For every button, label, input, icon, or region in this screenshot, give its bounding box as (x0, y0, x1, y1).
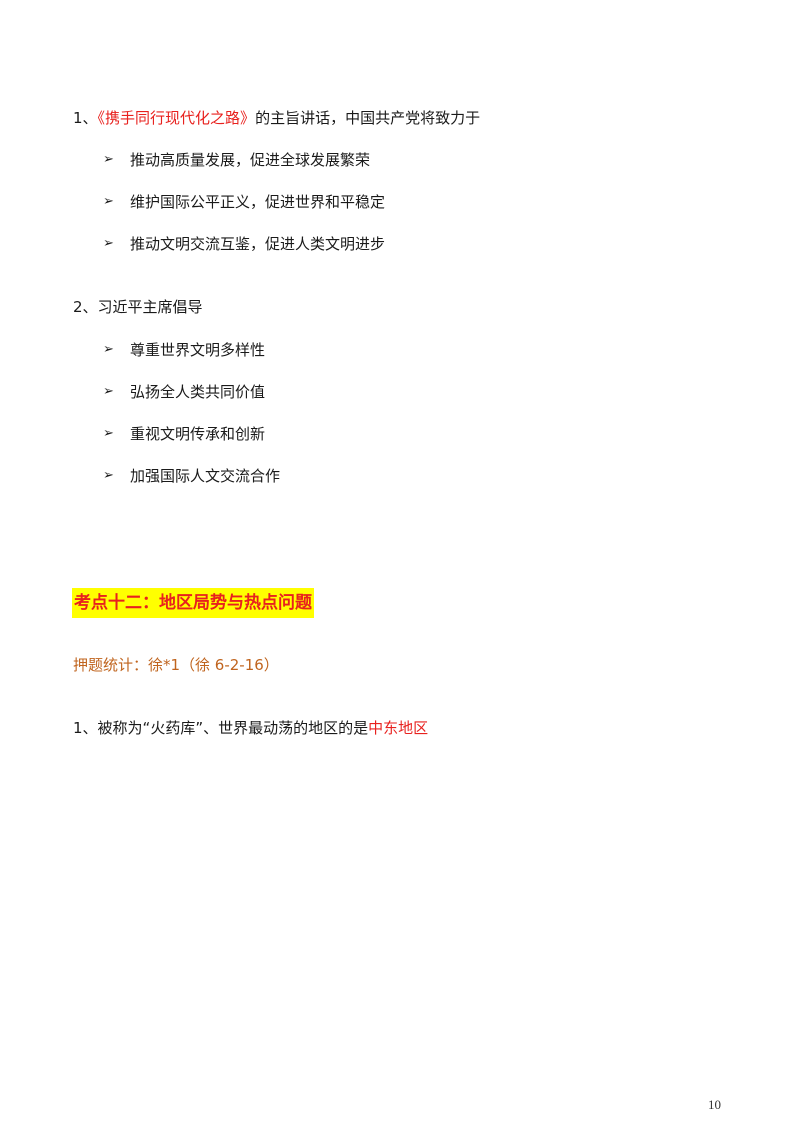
stats-line: 押题统计：徐*1（徐 6-2-16） (73, 656, 279, 674)
section1-number: 1、 (73, 109, 98, 127)
section1-title-rest: 的主旨讲话，中国共产党将致力于 (255, 109, 481, 127)
section1-bullet-1: 推动高质量发展，促进全球发展繁荣 (130, 151, 371, 169)
bullet-arrow-icon: ➢ (103, 426, 114, 441)
section-heading: 考点十二：地区局势与热点问题 (72, 588, 314, 618)
section1-bullet-3: 推动文明交流互鉴，促进人类文明进步 (130, 235, 386, 253)
section2-bullet-1: 尊重世界文明多样性 (130, 341, 266, 359)
bullet-arrow-icon: ➢ (103, 236, 114, 251)
section2-bullet-2: 弘扬全人类共同价值 (130, 383, 266, 401)
section2-bullet-3: 重视文明传承和创新 (130, 425, 266, 443)
bullet-arrow-icon: ➢ (103, 194, 114, 209)
item1-text: 1、被称为“火药库”、世界最动荡的地区的是 (73, 719, 369, 737)
item1-highlight: 中东地区 (368, 719, 429, 737)
bullet-arrow-icon: ➢ (103, 384, 114, 399)
bullet-arrow-icon: ➢ (103, 468, 114, 483)
bullet-arrow-icon: ➢ (103, 152, 114, 167)
section1-bullet-2: 维护国际公平正义，促进世界和平稳定 (130, 193, 386, 211)
section2-bullet-4: 加强国际人文交流合作 (130, 467, 281, 485)
section2-title: 2、习近平主席倡导 (73, 298, 203, 316)
section1-title: 1、《携手同行现代化之路》的主旨讲话，中国共产党将致力于 (73, 108, 480, 128)
bullet-arrow-icon: ➢ (103, 342, 114, 357)
page-number: 10 (708, 1097, 721, 1112)
section1-title-highlight: 《携手同行现代化之路》 (97, 109, 256, 127)
item1-line: 1、被称为“火药库”、世界最动荡的地区的是中东地区 (73, 718, 428, 738)
